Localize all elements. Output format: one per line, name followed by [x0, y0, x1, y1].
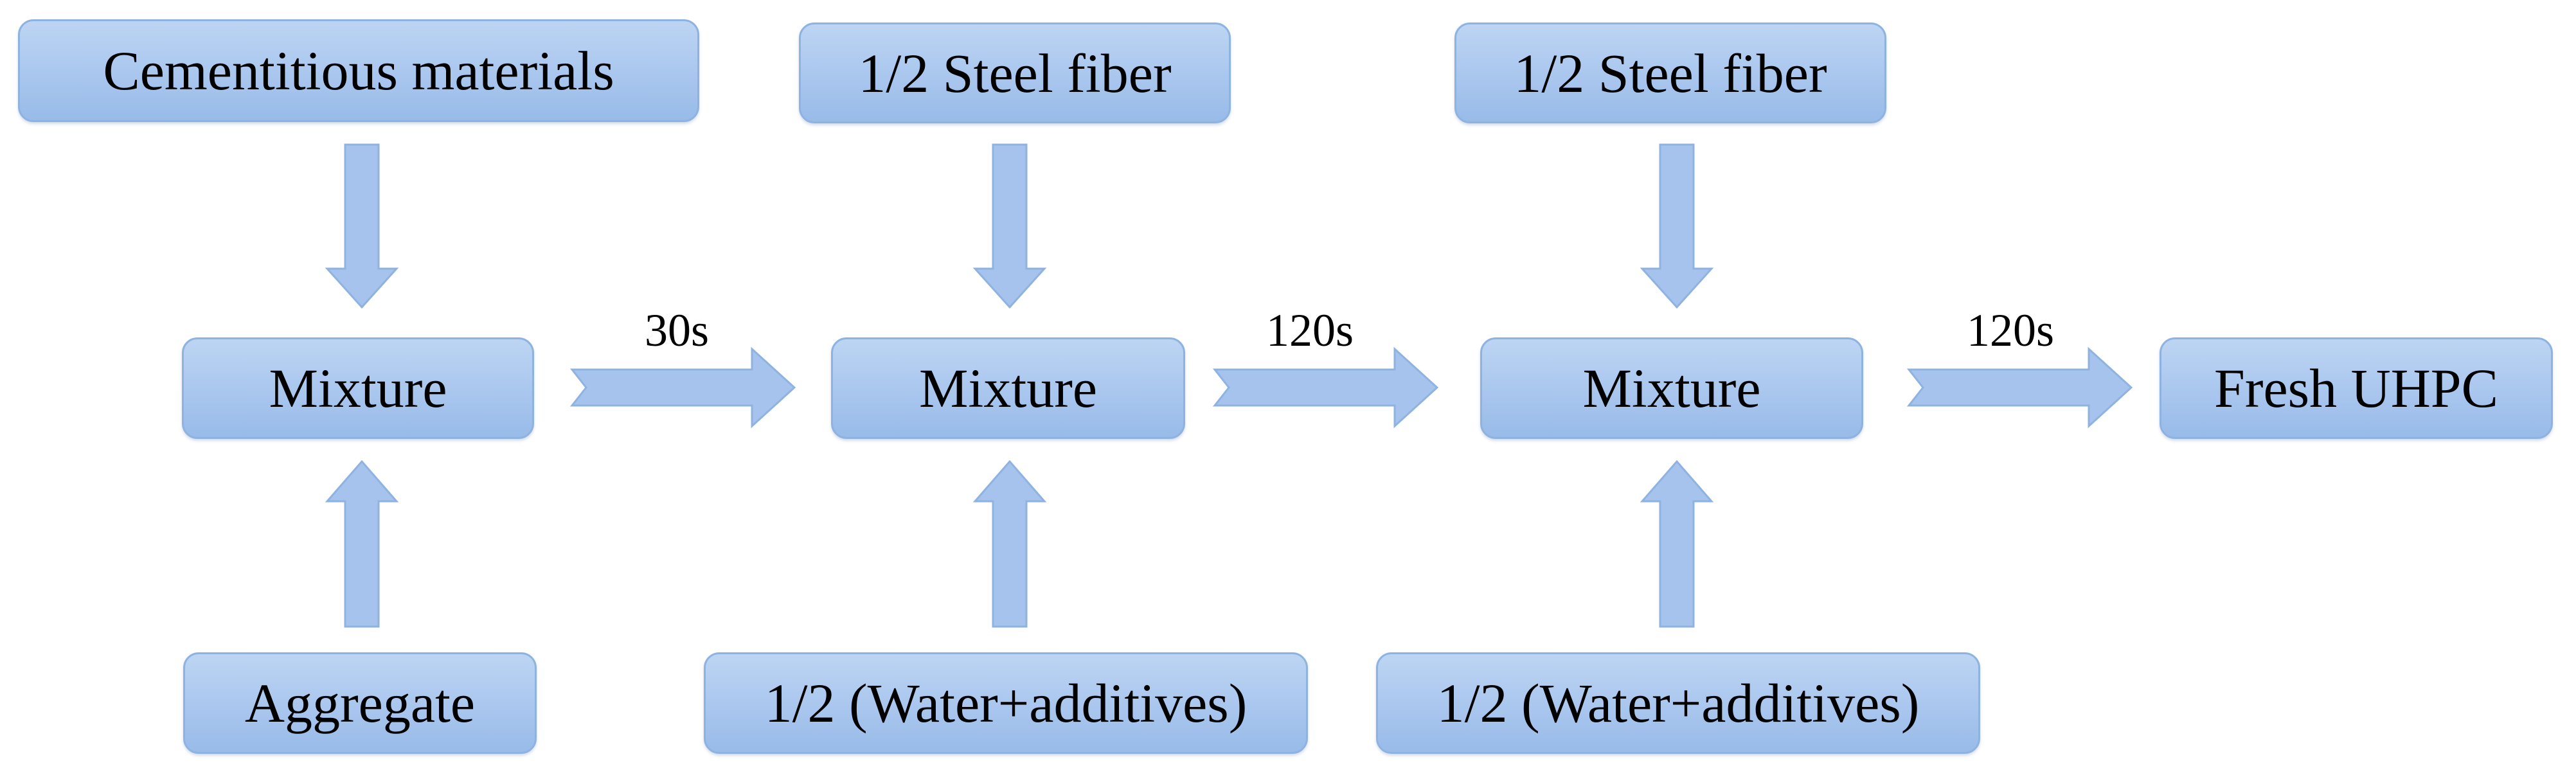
mixture-label: Mixture	[1582, 357, 1761, 419]
mixture-box-3: Mixture	[1480, 337, 1863, 439]
down-arrow-2	[972, 143, 1047, 309]
mixture-box-2: Mixture	[831, 337, 1185, 439]
up-arrow-1	[325, 460, 399, 628]
down-arrow-3	[1640, 143, 1714, 309]
input-box-label: 1/2 Steel fiber	[858, 42, 1172, 104]
output-box-fresh-uhpc: Fresh UHPC	[2160, 337, 2553, 439]
input-box-aggregate: Aggregate	[183, 652, 537, 754]
input-box-water-additives-1: 1/2 (Water+additives)	[704, 652, 1308, 754]
duration-label-2: 120s	[1266, 305, 1354, 356]
input-box-steel-fiber-2: 1/2 Steel fiber	[1454, 22, 1886, 123]
input-box-label: Cementitious materials	[103, 40, 614, 102]
input-box-water-additives-2: 1/2 (Water+additives)	[1376, 652, 1980, 754]
up-arrow-3	[1640, 460, 1714, 628]
right-arrow-1	[569, 346, 796, 429]
down-arrow-1	[325, 143, 399, 309]
input-box-cementitious-materials: Cementitious materials	[18, 19, 699, 122]
mixture-label: Mixture	[269, 357, 447, 419]
up-arrow-2	[972, 460, 1047, 628]
output-label: Fresh UHPC	[2214, 357, 2498, 419]
mixture-label: Mixture	[918, 357, 1098, 419]
input-box-label: 1/2 (Water+additives)	[764, 672, 1248, 734]
right-arrow-2	[1212, 346, 1439, 429]
input-box-steel-fiber-1: 1/2 Steel fiber	[799, 22, 1231, 123]
duration-label-1: 30s	[644, 305, 710, 356]
mixture-box-1: Mixture	[182, 337, 534, 439]
right-arrow-3	[1906, 346, 2133, 429]
input-box-label: Aggregate	[244, 672, 476, 734]
input-box-label: 1/2 (Water+additives)	[1436, 672, 1920, 734]
duration-label-3: 120s	[1966, 305, 2055, 356]
input-box-label: 1/2 Steel fiber	[1514, 42, 1827, 104]
